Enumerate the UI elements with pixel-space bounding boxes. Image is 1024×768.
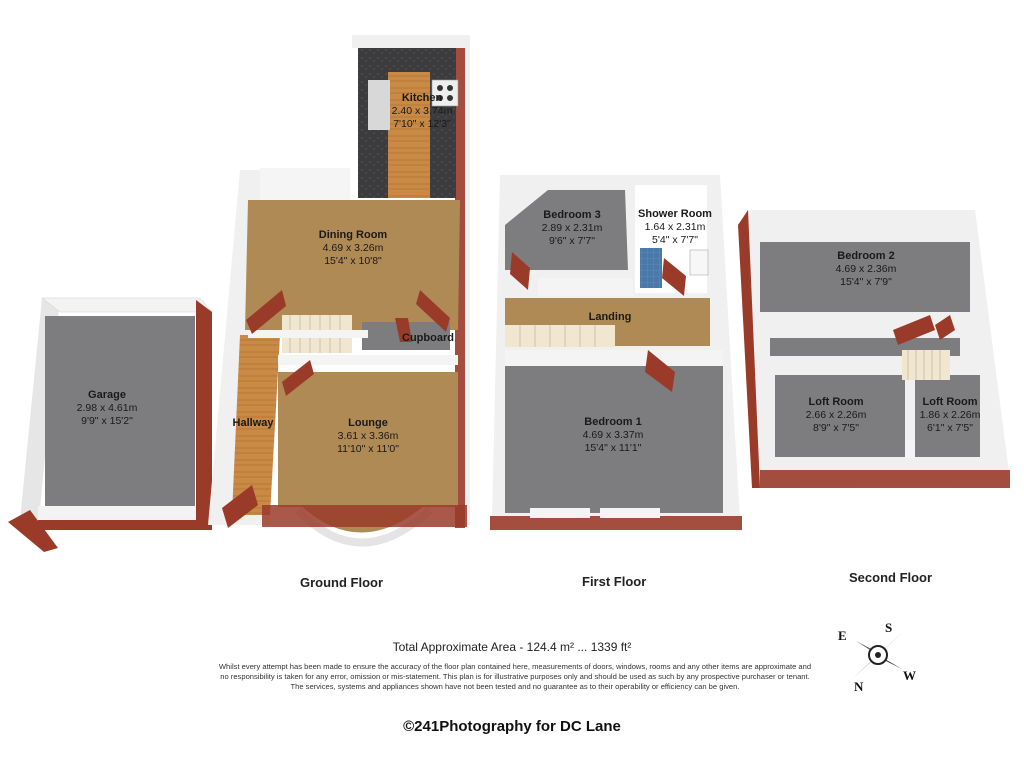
door-icon <box>416 290 450 332</box>
door-icon <box>246 290 286 334</box>
room-metric: 2.66 x 2.26m <box>805 409 867 421</box>
room-metric: 2.40 x 3.74m <box>391 105 453 117</box>
room-label-cupboard: Cupboard <box>398 332 458 345</box>
door-icon <box>662 258 686 296</box>
disclaimer-line: no responsibility is taken for any error… <box>220 672 810 681</box>
floor-title-first: First Floor <box>582 574 647 589</box>
room-label-bedroom-1: Bedroom 1 4.69 x 3.37m 15'4" x 11'1" <box>563 416 663 455</box>
room-imperial: 15'4" x 11'1" <box>584 442 642 454</box>
door-icon <box>510 252 530 290</box>
room-name: Lounge <box>348 417 388 429</box>
room-name: Bedroom 2 <box>837 250 895 262</box>
room-metric: 2.89 x 2.31m <box>541 222 603 234</box>
room-label-loft-room: Loft Room 1.86 x 2.26m 6'1" x 7'5" <box>910 396 990 435</box>
door-icon <box>893 315 935 345</box>
room-label-bedroom-2: Bedroom 2 4.69 x 2.36m 15'4" x 7'9" <box>816 250 916 289</box>
door-icon <box>222 485 258 528</box>
room-label-landing: Landing <box>580 311 640 324</box>
room-metric: 4.69 x 3.26m <box>322 242 384 254</box>
room-name: Landing <box>588 311 632 323</box>
room-name: Dining Room <box>318 229 388 241</box>
compass-east-label: E <box>838 628 847 643</box>
compass-south-label: S <box>885 620 893 635</box>
room-label-loft-room: Loft Room 2.66 x 2.26m 8'9" x 7'5" <box>791 396 881 435</box>
garage <box>8 297 213 552</box>
room-label-hallway: Hallway <box>228 417 278 430</box>
room-name: Garage <box>88 389 126 401</box>
compass-north-label: N <box>854 679 864 694</box>
floor-title-ground: Ground Floor <box>300 575 384 590</box>
room-imperial: 15'4" x 7'9" <box>840 276 892 288</box>
room-imperial: 11'10" x 11'0" <box>337 443 399 455</box>
floor-title-second: Second Floor <box>849 570 933 585</box>
disclaimer-line: Whilst every attempt has been made to en… <box>218 662 812 671</box>
room-imperial: 15'4" x 10'8" <box>324 255 382 267</box>
room-imperial: 8'9" x 7'5" <box>813 422 859 434</box>
room-imperial: 6'1" x 7'5" <box>927 422 973 434</box>
room-label-shower-room: Shower Room 1.64 x 2.31m 5'4" x 7'7" <box>630 208 720 247</box>
room-metric: 4.69 x 2.36m <box>835 263 897 275</box>
second-floor-plan <box>738 210 1010 488</box>
room-imperial: 5'4" x 7'7" <box>652 234 698 246</box>
room-name: Bedroom 3 <box>543 209 601 221</box>
door-icon <box>282 360 314 396</box>
door-icon <box>645 350 675 392</box>
room-label-dining-room: Dining Room 4.69 x 3.26m 15'4" x 10'8" <box>303 229 403 268</box>
room-label-bedroom-3: Bedroom 3 2.89 x 2.31m 9'6" x 7'7" <box>522 209 622 248</box>
room-metric: 4.69 x 3.37m <box>582 429 644 441</box>
room-name: Bedroom 1 <box>584 416 642 428</box>
total-area: Total Approximate Area - 124.4 m² ... 13… <box>392 640 632 654</box>
garage-door-icon <box>8 510 58 552</box>
photographer-credit: ©241Photography for DC Lane <box>403 718 621 735</box>
room-metric: 3.61 x 3.36m <box>337 430 399 442</box>
disclaimer: Whilst every attempt has been made to en… <box>200 662 830 692</box>
room-metric: 1.86 x 2.26m <box>919 409 981 421</box>
hob-icon <box>431 79 459 107</box>
room-metric: 1.64 x 2.31m <box>644 221 706 233</box>
ground-floor-plan <box>208 35 470 547</box>
room-imperial: 7'10" x 12'3" <box>393 118 451 130</box>
room-label-kitchen: Kitchen 2.40 x 3.74m 7'10" x 12'3" <box>377 92 467 131</box>
disclaimer-line: The services, systems and appliances sho… <box>290 682 740 691</box>
compass-west-label: W <box>903 668 916 683</box>
room-name: Loft Room <box>808 396 864 408</box>
room-imperial: 9'6" x 7'7" <box>549 235 595 247</box>
room-label-garage: Garage 2.98 x 4.61m 9'9" x 15'2" <box>62 389 152 428</box>
room-name: Hallway <box>232 417 274 429</box>
door-icon <box>395 318 412 342</box>
room-name: Cupboard <box>402 332 454 344</box>
first-floor-plan <box>490 175 742 530</box>
room-imperial: 9'9" x 15'2" <box>81 415 133 427</box>
room-label-lounge: Lounge 3.61 x 3.36m 11'10" x 11'0" <box>318 417 418 456</box>
room-name: Loft Room <box>922 396 978 408</box>
room-name: Shower Room <box>638 208 712 220</box>
door-icon <box>935 315 955 340</box>
compass-icon <box>852 631 904 679</box>
room-name: Kitchen <box>401 92 443 104</box>
room-metric: 2.98 x 4.61m <box>76 402 138 414</box>
